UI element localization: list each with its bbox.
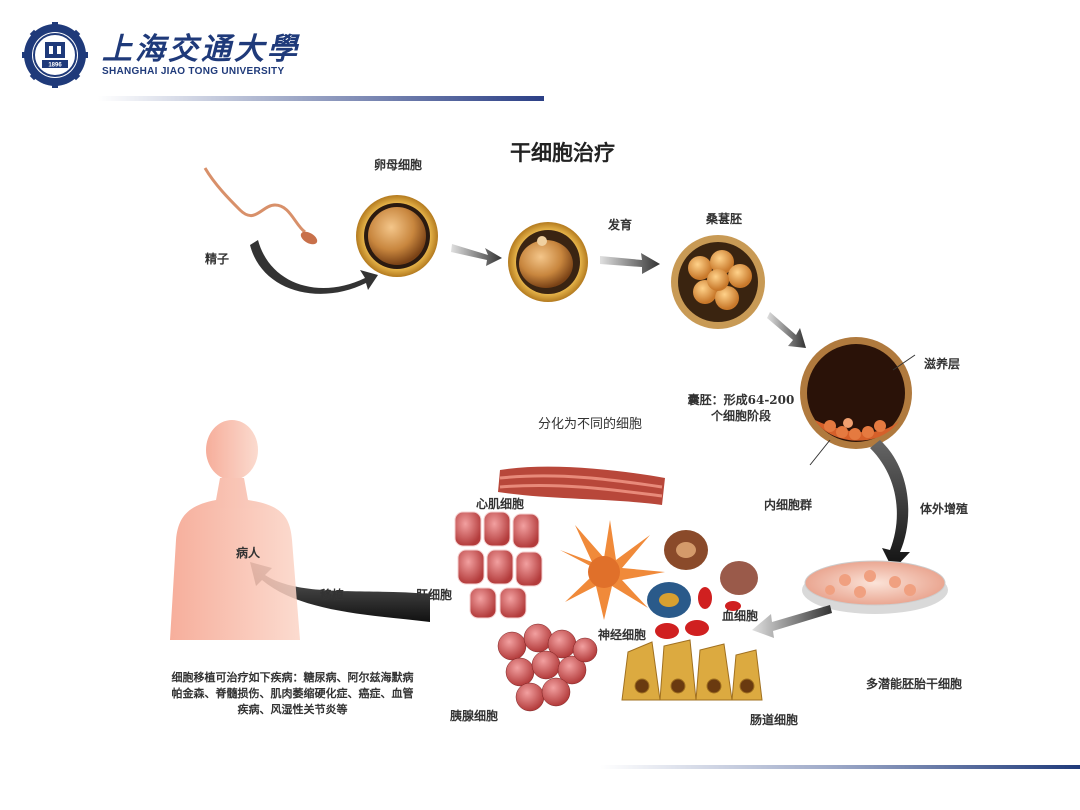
neuron-cell [560, 520, 665, 620]
blood-cells [647, 530, 758, 639]
label-sperm: 精子 [205, 252, 230, 266]
label-blood: 血细胞 [722, 609, 759, 623]
disease-list: 细胞移植可治疗如下疾病：糖尿病、阿尔兹海默病 帕金森、脊髓损伤、肌肉萎缩硬化症、… [145, 670, 440, 718]
morula-cell [671, 235, 765, 329]
university-name-cn: 上海交通大學 [102, 32, 300, 67]
differentiate-caption: 分化为不同的细胞 [538, 417, 643, 432]
label-blastocyst-line2: 个细胞阶段 [710, 409, 771, 423]
disease-list-line3: 疾病、风湿性关节炎等 [237, 703, 348, 716]
label-blastocyst-line1: 囊胚：形成64-200 [687, 393, 795, 407]
label-neuron: 神经细胞 [598, 628, 647, 642]
svg-text:1896: 1896 [48, 63, 62, 69]
oocyte-cell [356, 195, 438, 277]
university-name-en: SHANGHAI JIAO TONG UNIVERSITY [102, 66, 285, 77]
label-blastocyst: 囊胚：形成64-200 个细胞阶段 [686, 392, 796, 424]
arrow-transplant [250, 562, 430, 622]
label-trophoblast: 滋养层 [924, 357, 961, 371]
label-intestinal: 肠道细胞 [750, 713, 799, 727]
label-patient: 病人 [236, 546, 261, 560]
header-divider [98, 96, 544, 101]
label-develop: 发育 [608, 218, 633, 232]
cardiomyocyte-cells [498, 466, 665, 505]
label-pluripotent: 多潜能胚胎干细胞 [866, 677, 963, 691]
diagram-title: 干细胞治疗 [510, 140, 615, 165]
label-transplant: 移植 [320, 588, 345, 602]
label-hepatocyte: 肝细胞 [416, 588, 453, 602]
arrow-sperm-to-oocyte [250, 240, 378, 294]
disease-list-line1: 细胞移植可治疗如下疾病：糖尿病、阿尔兹海默病 [171, 671, 414, 684]
patient-silhouette [170, 420, 300, 640]
disease-list-line2: 帕金森、脊髓损伤、肌肉萎缩硬化症、癌症、血管 [171, 687, 414, 700]
sperm-illustration [203, 167, 318, 245]
petri-dish [802, 560, 948, 614]
intestinal-cells [621, 639, 763, 701]
label-cardiomyocyte: 心肌细胞 [476, 497, 525, 511]
blastocyst-cell [800, 337, 916, 466]
pancreatic-cells [497, 623, 598, 712]
label-morula: 桑葚胚 [706, 212, 743, 226]
university-emblem-icon: 1896 [22, 22, 88, 88]
hepatocyte-cells [454, 511, 543, 619]
fertilized-egg-cell [508, 222, 588, 302]
label-pancreatic: 胰腺细胞 [450, 709, 499, 723]
label-inner-cell-mass: 内细胞群 [764, 498, 813, 512]
label-oocyte: 卵母细胞 [374, 158, 423, 172]
label-in-vitro: 体外增殖 [920, 502, 969, 516]
footer-divider [600, 765, 1080, 769]
